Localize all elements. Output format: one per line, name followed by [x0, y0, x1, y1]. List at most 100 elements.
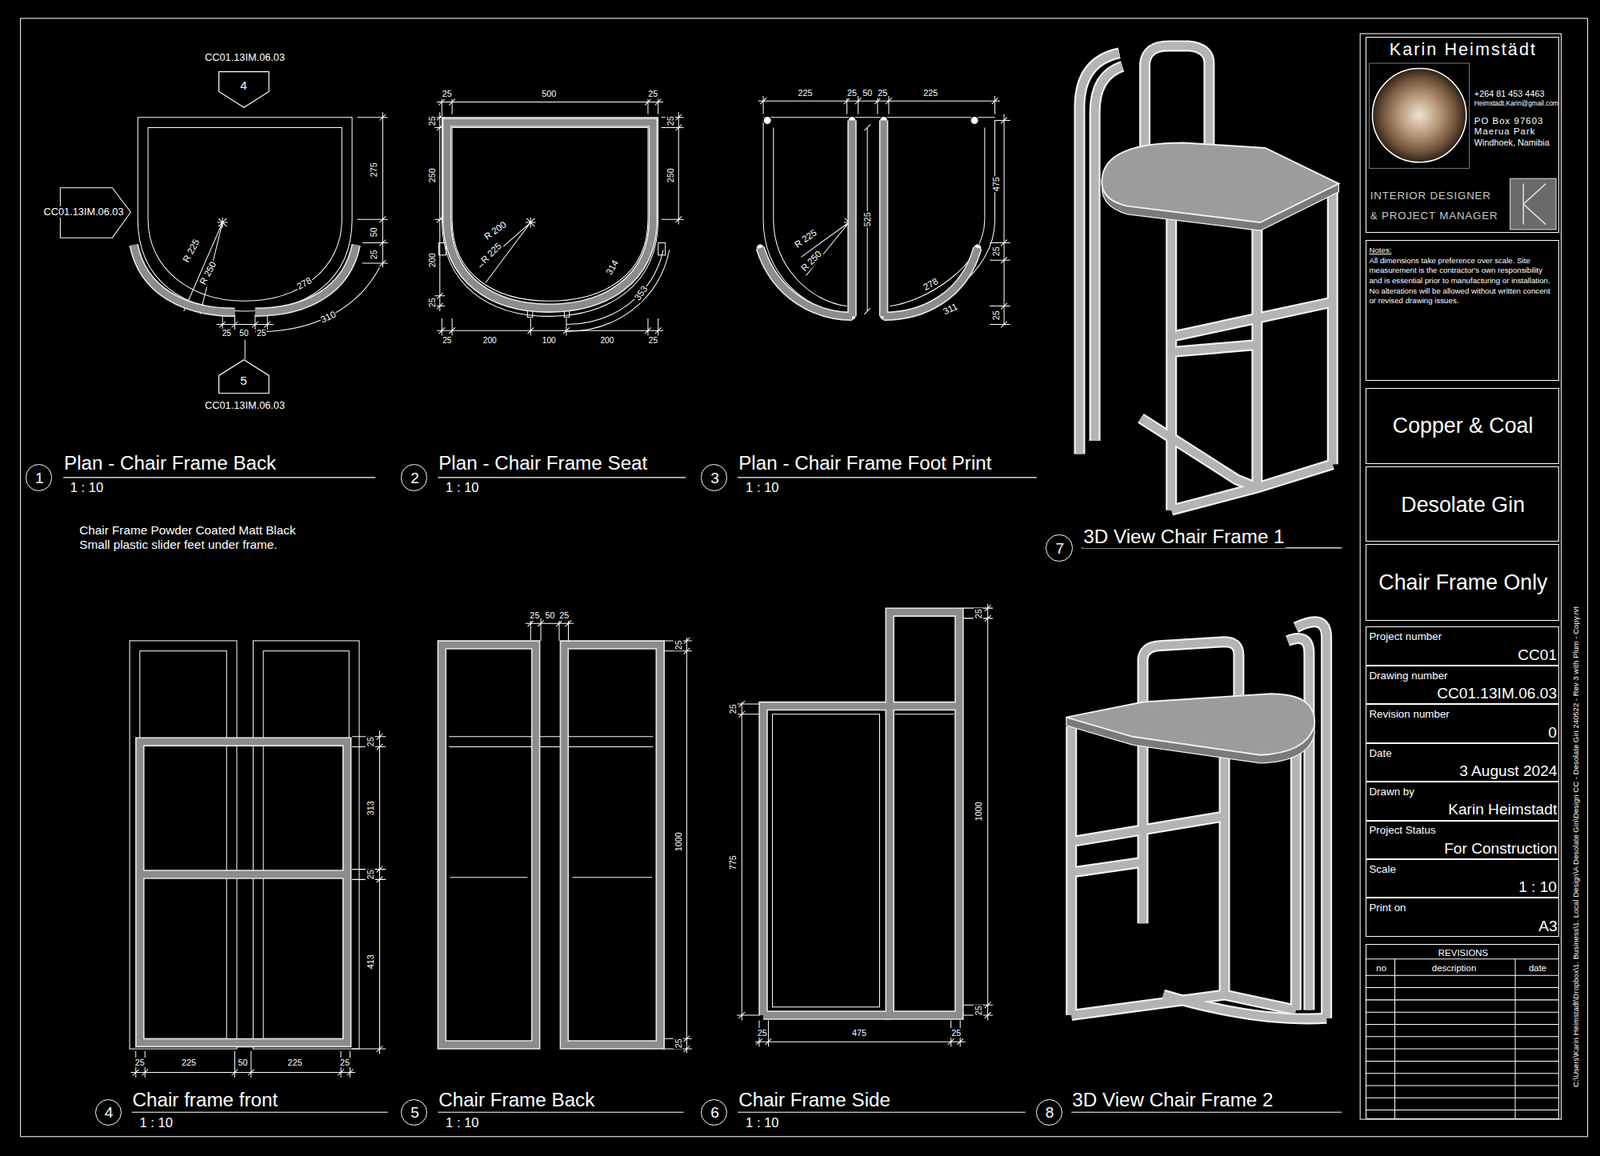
dimension-text: 25: [648, 336, 659, 346]
designer-cell: Karin Heimstädt +264 81 453 4463Heimstadt…: [1365, 36, 1560, 233]
dimension-text: 25: [256, 328, 267, 339]
view-callout: 2: [400, 464, 428, 491]
dimension-text: 25: [991, 309, 1001, 321]
project-title: Copper & Coal: [1392, 413, 1534, 439]
dimension-text: R 250: [798, 248, 824, 274]
marker-shape: [219, 360, 269, 394]
view-title: Plan - Chair Frame Foot Print: [737, 452, 992, 475]
dimension-text: 250: [665, 168, 676, 184]
designer-info: Maerua Park: [1474, 126, 1536, 137]
info-text: Drawing number: [1368, 669, 1448, 682]
dimension-text: 1000: [673, 831, 684, 852]
table-cell: description: [1432, 963, 1476, 974]
info-text: A3: [1538, 917, 1557, 936]
callout-number: 8: [1045, 1104, 1055, 1122]
dimension-text: 50: [544, 610, 556, 620]
info-text: CC01.13IM.06.03: [1436, 684, 1557, 703]
view-title: 3D View Chair Frame 1: [1082, 525, 1285, 548]
view-callout: 4: [95, 1099, 122, 1126]
scale-text: 1 : 10: [69, 480, 104, 496]
view-title: 3D View Chair Frame 2: [1071, 1088, 1274, 1112]
dimension-text: 50: [237, 1057, 249, 1068]
dimension-text: 1000: [973, 800, 984, 822]
view-callout: 1: [25, 464, 52, 491]
info-text: Print on: [1368, 901, 1406, 914]
dimension-text: 275: [368, 161, 379, 178]
dimension-text: 278: [920, 276, 941, 294]
dimension-text: 25: [134, 1057, 146, 1068]
info-text: Drawn by: [1368, 785, 1415, 798]
designer-info: Karin Heimstädt: [1389, 40, 1537, 60]
marker-shape: [219, 72, 269, 108]
view-title: Plan - Chair Frame Back: [63, 452, 277, 475]
section-reference: CC01.13IM.06.03: [204, 52, 286, 64]
project-cell: Chair Frame Only: [1365, 544, 1560, 621]
dimension-text: 25: [426, 115, 436, 127]
section-reference: CC01.13IM.06.03: [204, 400, 286, 412]
file-path: C:\Users\Karin Heimstadt\Dropbox\1. Busi…: [1571, 605, 1580, 1088]
dimension-text: 500: [540, 88, 557, 99]
info-cell: Scale 1 : 10: [1365, 859, 1560, 898]
table-cell: date: [1528, 963, 1547, 974]
dimension-text: 25: [673, 639, 684, 651]
project-title: Chair Frame Only: [1378, 570, 1548, 596]
view-title: Chair Frame Back: [437, 1088, 596, 1112]
dimension-text: 25: [558, 610, 570, 620]
designer-info: Heimstadt.Karin@gmail.com: [1474, 100, 1559, 108]
dimension-text: 250: [426, 168, 436, 184]
info-cell: Revision number 0: [1365, 704, 1560, 743]
note-text: Chair Frame Powder Coated Matt Black Sma…: [78, 523, 331, 552]
dimension-text: 475: [991, 176, 1001, 192]
dimension-text: 25: [846, 88, 858, 98]
info-cell: Drawing numberCC01.13IM.06.03: [1365, 665, 1560, 704]
section-marker: 4: [218, 71, 270, 108]
project-cell: Copper & Coal: [1365, 388, 1560, 465]
dimension-text: 225: [796, 88, 813, 98]
dimension-text: 25: [728, 704, 738, 716]
info-text: Revision number: [1368, 708, 1449, 720]
info-text: Scale: [1368, 863, 1396, 876]
project-cell: Desolate Gin: [1365, 466, 1560, 542]
dimension-text: 25: [973, 1004, 984, 1016]
dimension-text: 200: [426, 252, 436, 268]
callout-number: 5: [410, 1104, 420, 1122]
notes-text: All dimensions take preference over scal…: [1368, 256, 1557, 307]
dimension-text: 25: [221, 328, 232, 339]
dimension-text: 25: [756, 1028, 768, 1038]
dimension-text: R 225: [792, 227, 820, 252]
dimension-text: 25: [339, 1057, 351, 1068]
info-cell: Drawn byKarin Heimstadt: [1365, 781, 1560, 820]
dimension-text: 200: [482, 336, 498, 346]
callout-number: 3: [710, 469, 720, 488]
info-cell: Date3 August 2024: [1365, 743, 1560, 782]
dimension-text: 25: [441, 336, 452, 346]
dimension-text: 25: [647, 88, 659, 99]
callout-number: 6: [710, 1104, 720, 1122]
view-callout: 5: [400, 1099, 428, 1126]
dimension-text: 313: [365, 800, 376, 816]
info-text: 0: [1548, 724, 1557, 742]
designer-info: Windhoek, Namibia: [1474, 137, 1550, 148]
info-text: 3 August 2024: [1459, 762, 1557, 780]
callout-number: 2: [410, 469, 420, 488]
dimension-text: 25: [950, 1028, 962, 1038]
view-callout: 7: [1045, 534, 1072, 561]
dimension-text: R 200: [482, 219, 510, 244]
revisions-table: REVISIONSnodescriptiondate: [1365, 944, 1560, 1120]
view-title: Chair Frame Side: [737, 1088, 892, 1112]
view-callout: 6: [700, 1099, 728, 1126]
dimension-text: 225: [922, 88, 939, 98]
marker-number: 5: [240, 373, 248, 388]
scale-text: 1 : 10: [444, 1115, 480, 1131]
info-text: 1 : 10: [1518, 878, 1557, 896]
dimension-text: 225: [180, 1057, 197, 1068]
info-cell: Project numberCC01: [1365, 626, 1560, 665]
info-text: CC01: [1517, 646, 1557, 664]
dimension-text: 25: [441, 88, 453, 99]
view-callout: 3: [700, 464, 728, 491]
info-text: For Construction: [1444, 840, 1557, 858]
scale-text: 1 : 10: [744, 480, 780, 496]
dimension-text: 25: [991, 245, 1001, 257]
designer-info: +264 81 453 4463: [1474, 88, 1545, 99]
